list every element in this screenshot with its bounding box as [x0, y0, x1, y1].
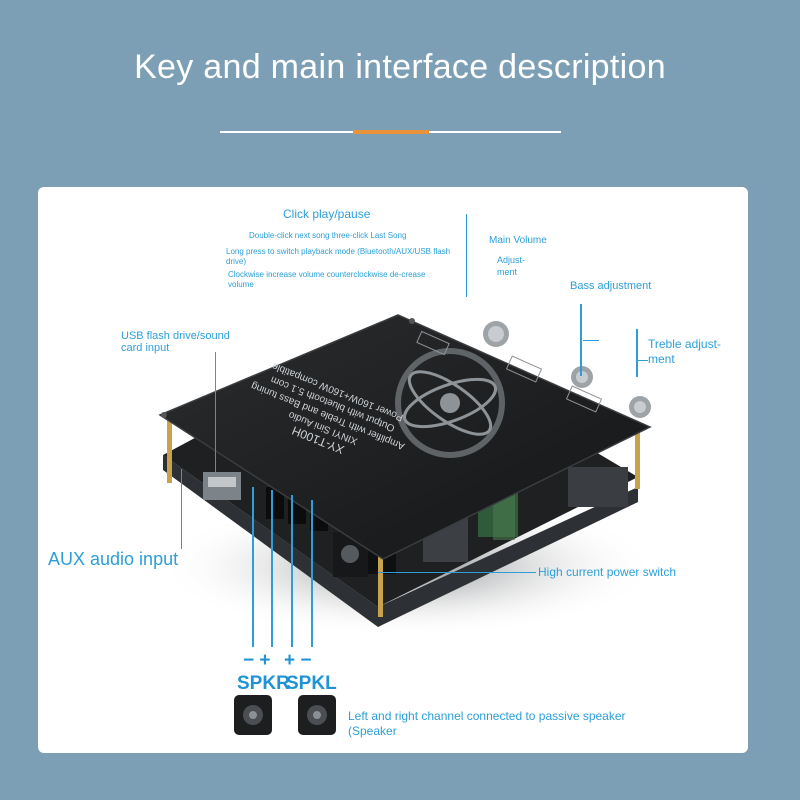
spkr-label: SPKR	[237, 673, 290, 694]
product-card: XY-T100H XINYI Sini Audio Amplifier with…	[38, 187, 748, 753]
spkr-plus-line	[271, 490, 273, 647]
spkl-minus-line	[311, 500, 313, 647]
title-divider-accent	[353, 130, 429, 134]
adjustment-label: Adjust-ment	[497, 255, 526, 277]
usb-pointer-line	[215, 352, 216, 475]
spkl-label: SPKL	[286, 673, 337, 694]
spkl-plus-line	[291, 495, 293, 647]
spkl-polarity: + −	[284, 650, 312, 671]
main-volume-label: Main Volume	[489, 235, 547, 246]
usb-input-label: USB flash drive/sound card input	[121, 330, 230, 354]
click-play-label: Click play/pause	[283, 207, 371, 221]
aux-pointer-line	[181, 469, 182, 549]
power-pointer-line	[378, 572, 536, 573]
treble-adjustment-label: Treble adjust-ment	[648, 337, 721, 366]
clockwise-label: Clockwise increase volume counterclockwi…	[228, 270, 426, 289]
bass-tick	[583, 340, 599, 341]
double-click-label: Double-click next song three-click Last …	[249, 231, 407, 240]
spkr-minus-line	[252, 487, 254, 647]
volume-pointer-line	[466, 214, 467, 297]
amplifier-board-image	[158, 314, 658, 735]
spkr-polarity: − +	[243, 650, 271, 671]
speaker-note-label: Left and right channel connected to pass…	[348, 709, 626, 738]
long-press-label: Long press to switch playback mode (Blue…	[226, 247, 451, 266]
bass-adjustment-label: Bass adjustment	[570, 280, 652, 292]
page-title: Key and main interface description	[134, 48, 666, 86]
aux-input-label: AUX audio input	[48, 549, 179, 569]
treble-tick	[638, 360, 648, 361]
power-switch-label: High current power switch	[538, 565, 677, 579]
treble-pointer-line	[636, 329, 638, 377]
bass-pointer-line	[580, 304, 582, 376]
